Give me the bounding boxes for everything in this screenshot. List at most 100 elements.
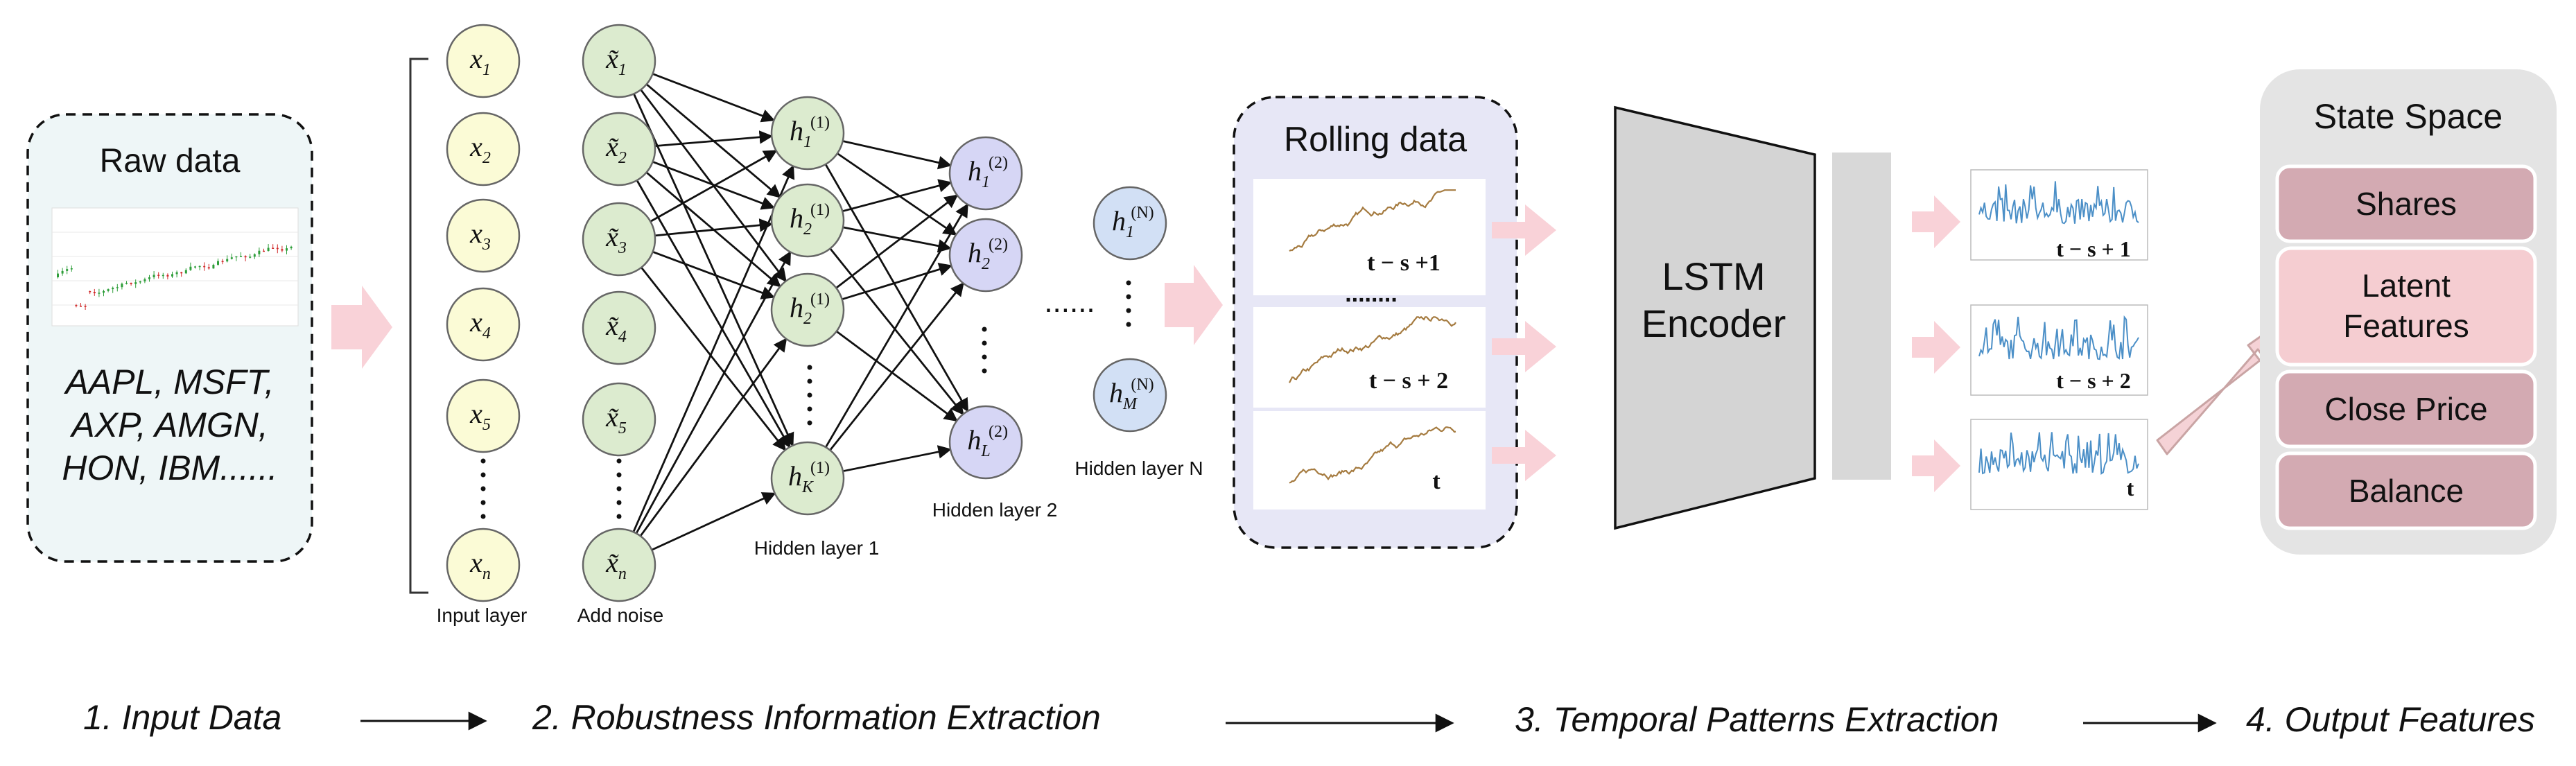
candle-body bbox=[189, 266, 192, 270]
latent-label-1: t − s + 1 bbox=[2056, 236, 2131, 261]
state-item-balance-label: Balance bbox=[2349, 473, 2464, 509]
state-item-balance: Balance bbox=[2275, 451, 2537, 530]
candle-body bbox=[194, 266, 196, 268]
candle-body bbox=[93, 292, 96, 294]
candle-body bbox=[57, 273, 59, 277]
flow-arrows-to-latent bbox=[1912, 195, 1960, 492]
state-space-panel: State Space Shares Latent Features Close… bbox=[2260, 69, 2557, 555]
hidden2-node-label: h1 bbox=[968, 155, 990, 191]
stage-labels: 1. Input Data 2. Robustness Information … bbox=[83, 698, 2535, 739]
candle-body bbox=[221, 261, 224, 263]
candle-body bbox=[207, 267, 210, 269]
latent-plot-2: t − s + 2 bbox=[1970, 304, 2148, 396]
latent-plot-1: t − s + 1 bbox=[1970, 169, 2148, 261]
candle-body bbox=[281, 249, 284, 251]
price-series-1 bbox=[1289, 189, 1456, 252]
candle-body bbox=[263, 250, 265, 252]
rolling-data-title: Rolling data bbox=[1284, 120, 1467, 159]
ticker-line-1: AAPL, MSFT, bbox=[63, 363, 274, 401]
lstm-encoder: LSTM Encoder bbox=[1614, 105, 1816, 530]
hiddenN-node: h1(N) bbox=[1093, 186, 1167, 261]
rolling-window-3: t bbox=[1253, 411, 1486, 510]
latent-series-2 bbox=[1978, 315, 2139, 360]
network-connections bbox=[632, 73, 969, 551]
hidden2-node-label: h2 bbox=[968, 237, 990, 273]
hidden1-node-sup: (1) bbox=[810, 201, 830, 219]
hidden1-node-label: hK bbox=[788, 460, 815, 496]
noise-node: x̃2 bbox=[582, 112, 656, 186]
hidden1-node-label: h2 bbox=[790, 202, 812, 238]
noise-node-label: x̃1 bbox=[605, 43, 627, 79]
column-ellipses bbox=[480, 280, 1131, 519]
flow-arrow-input-to-network bbox=[331, 286, 392, 369]
connection-noise-to-h1 bbox=[652, 250, 776, 299]
connection-h1-to-h2 bbox=[835, 194, 959, 289]
latent-series-3 bbox=[1978, 432, 2139, 476]
candle-body bbox=[148, 277, 150, 279]
state-item-close-price: Close Price bbox=[2275, 369, 2537, 449]
connection-h1-to-h2 bbox=[835, 330, 958, 422]
candle-body bbox=[244, 256, 247, 258]
input-bracket bbox=[409, 58, 428, 594]
connection-h1-to-h2 bbox=[837, 153, 957, 236]
encoder-label-line2: Encoder bbox=[1642, 302, 1786, 345]
noise-node: x̃n bbox=[582, 528, 656, 602]
rolling-data-panel: Rolling data t − s +1 ........ t − s + 2… bbox=[1233, 96, 1518, 549]
connection-noise-to-h1 bbox=[654, 130, 774, 148]
hiddenN-node-sup: (N) bbox=[1131, 376, 1154, 394]
candle-body bbox=[134, 282, 137, 284]
candle-body bbox=[272, 247, 275, 250]
latent-series-panel: t − s + 1 t − s + 2 t bbox=[1970, 169, 2148, 510]
flow-arrow-network-to-rolling bbox=[1165, 265, 1223, 345]
noise-node-label: x̃2 bbox=[605, 131, 627, 167]
raw-data-panel: Raw data AAPL, MSFT, AXP, AMGN, HON, IBM… bbox=[26, 113, 313, 563]
candle-body bbox=[112, 288, 114, 290]
candle-body bbox=[212, 264, 215, 269]
candle-body bbox=[70, 268, 73, 270]
ticker-line-2: AXP, AMGN, bbox=[69, 406, 268, 444]
candle-body bbox=[171, 274, 173, 277]
stage-1-label: 1. Input Data bbox=[83, 698, 281, 737]
candle-body bbox=[75, 305, 78, 306]
hidden-layers-ellipsis: ...... bbox=[1044, 285, 1095, 319]
hidden-layer-n-label: Hidden layer N bbox=[1074, 458, 1203, 479]
state-space-title: State Space bbox=[2314, 97, 2503, 136]
connection-noise-to-h1 bbox=[633, 93, 794, 447]
candle-body bbox=[286, 248, 288, 251]
candle-body bbox=[175, 272, 178, 275]
candle-body bbox=[84, 306, 87, 307]
connection-noise-to-h1 bbox=[639, 338, 787, 537]
candle-body bbox=[157, 275, 160, 276]
input-layer-label: Input layer bbox=[437, 604, 528, 626]
connection-h1-to-h2 bbox=[842, 445, 952, 473]
hidden-layer-1-label: Hidden layer 1 bbox=[754, 537, 880, 559]
input-node: x2 bbox=[446, 112, 521, 186]
candle-body bbox=[276, 247, 279, 250]
add-noise-label: Add noise bbox=[577, 604, 664, 626]
hidden1-node: h2(1) bbox=[770, 272, 845, 347]
connection-noise-to-h1 bbox=[652, 161, 776, 210]
hidden1-node-sup: (1) bbox=[810, 290, 830, 308]
hidden2-node: h1(2) bbox=[948, 136, 1023, 211]
candle-body bbox=[253, 254, 256, 257]
state-item-shares: Shares bbox=[2275, 164, 2537, 243]
connection-noise-to-h1 bbox=[641, 266, 787, 451]
candle-body bbox=[184, 270, 187, 274]
candle-body bbox=[240, 256, 242, 257]
candle-body bbox=[203, 266, 206, 268]
candle-body bbox=[139, 281, 141, 283]
raw-data-title: Raw data bbox=[100, 143, 241, 180]
state-item-latent-features: Latent Features bbox=[2275, 246, 2537, 367]
hidden1-node: h2(1) bbox=[770, 183, 845, 258]
candle-body bbox=[267, 247, 270, 252]
latent-label-3: t bbox=[2127, 476, 2134, 500]
noise-node: x̃1 bbox=[582, 24, 656, 98]
price-series-3 bbox=[1289, 426, 1456, 484]
candle-body bbox=[116, 287, 119, 288]
hiddenN-node-sup: (N) bbox=[1131, 204, 1154, 222]
candle-body bbox=[180, 272, 183, 274]
candle-body bbox=[217, 261, 219, 265]
noise-node: x̃5 bbox=[582, 382, 656, 457]
encoder-label-line1: LSTM bbox=[1662, 254, 1765, 298]
